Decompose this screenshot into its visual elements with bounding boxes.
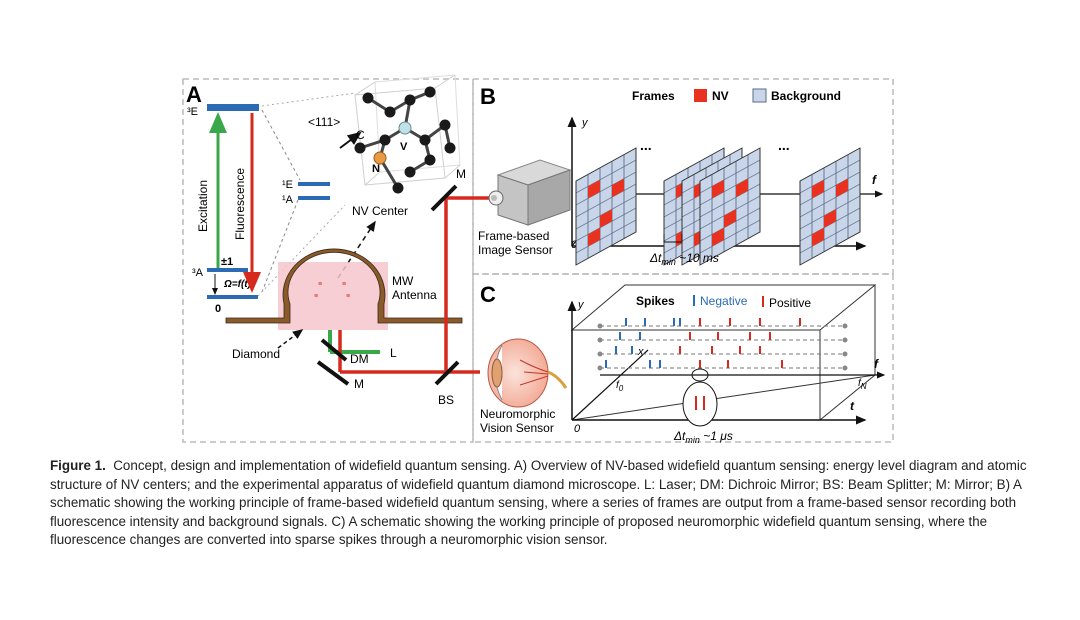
magnifier-small: [691, 368, 709, 382]
label-mirror-top: M: [456, 167, 466, 181]
label-neuro-sensor-1: Neuromorphic: [480, 407, 555, 421]
vacancy-atom: [398, 121, 412, 135]
dichroic-mirror: [320, 338, 348, 362]
panel-b: B Frames NV Background y x f t 0 f0 fN .…: [480, 84, 884, 267]
svg-text:fN: fN: [858, 378, 867, 391]
axis-b-origin: 0: [571, 239, 578, 251]
panel-borders: [182, 78, 894, 443]
caption-text: Concept, design and implementation of wi…: [50, 458, 1027, 548]
axis-c-origin: 0: [574, 423, 581, 435]
frame-grid-n: [799, 147, 861, 266]
label-1A: ¹A: [282, 194, 294, 206]
dots-b-2: ...: [778, 137, 790, 153]
label-diamond: Diamond: [232, 347, 280, 361]
axis-b-y: y: [581, 117, 589, 129]
axis-c-t: t: [850, 399, 855, 413]
svg-text:≡: ≡: [342, 281, 346, 288]
label-c-fn: f: [858, 378, 862, 389]
label-3E: ³E: [187, 106, 198, 118]
legend-spikes: Spikes: [636, 294, 675, 308]
svg-text:≡: ≡: [318, 281, 322, 288]
label-neuro-sensor-2: Vision Sensor: [480, 421, 554, 435]
label-mw-1: MW: [392, 274, 414, 288]
svg-text:≡: ≡: [314, 293, 318, 300]
legend-negative: Negative: [700, 294, 748, 308]
axis-c-x: x: [637, 346, 644, 358]
frame-grid-4: [699, 147, 761, 266]
positive-spikes: [679, 318, 801, 368]
axis-b-f: f: [872, 173, 877, 187]
magnifier-large: [682, 381, 718, 427]
legend-positive: Positive: [769, 296, 811, 310]
label-frame-sensor-1: Frame-based: [478, 229, 549, 243]
label-c-dt-sub: min: [685, 435, 700, 445]
label-bs: BS: [438, 393, 454, 407]
frame-grid-1: [575, 147, 637, 266]
frame-camera-icon: [488, 159, 572, 226]
nv-lattice: [354, 74, 461, 194]
legend-nv-swatch: [694, 89, 707, 102]
label-b-dt-val: ~10 ms: [676, 251, 719, 265]
caption-heading: Figure 1.: [50, 458, 106, 473]
label-mw-2: Antenna: [392, 288, 437, 302]
svg-text:≡: ≡: [346, 293, 350, 300]
legend-background: Background: [771, 89, 841, 103]
label-frame-sensor-2: Image Sensor: [478, 243, 553, 257]
label-3A: ³A: [192, 267, 204, 279]
mw-antenna: [225, 248, 463, 324]
dots-b-1: ...: [640, 137, 652, 153]
panel-c: C Spikes Negative Positive y x f t 0 f0 …: [480, 282, 886, 445]
eye-icon: [487, 338, 568, 408]
label-pm1: ±1: [221, 256, 233, 268]
excitation-label: Excitation: [196, 180, 210, 232]
label-C: C: [356, 128, 365, 142]
label-omega: Ω=f(t): [223, 279, 252, 290]
panel-b-label: B: [480, 84, 496, 109]
panel-a-label: A: [186, 82, 202, 107]
label-laser: L: [390, 346, 397, 360]
panel-a: A ³E ³A ±1 0 Ω=f(t) Excitation Fluoresce…: [186, 74, 492, 407]
label-mirror-bottom: M: [354, 377, 364, 391]
label-nv-center: NV Center: [352, 204, 408, 218]
label-b-dt: Δt: [649, 251, 662, 265]
label-N: N: [372, 163, 380, 175]
panel-c-label: C: [480, 282, 496, 307]
legend-background-swatch: [752, 88, 767, 103]
label-c-dt: Δt: [673, 429, 686, 443]
mirror-top: [430, 184, 458, 212]
label-c-fn-sub: N: [861, 382, 867, 391]
figure-1: A ³E ³A ±1 0 Ω=f(t) Excitation Fluoresce…: [182, 74, 894, 445]
diamond-block: [278, 262, 388, 330]
axis-c-f: f: [874, 357, 879, 371]
svg-text:Δtmin ~1 μs: Δtmin ~1 μs: [673, 429, 733, 445]
figure-caption: Figure 1. Concept, design and implementa…: [50, 457, 1030, 550]
label-c-f0-sub: 0: [619, 384, 624, 393]
label-zero: 0: [215, 303, 221, 315]
svg-text:Δtmin ~10 ms: Δtmin ~10 ms: [649, 251, 719, 267]
negative-spikes: [605, 318, 681, 368]
label-b-dt-sub: min: [661, 257, 676, 267]
mirror-bottom: [316, 360, 350, 386]
legend-frames: Frames: [632, 89, 675, 103]
spike-tracks: [600, 325, 845, 369]
level-3E: [207, 104, 259, 111]
label-111: <111>: [308, 115, 340, 129]
label-1E: ¹E: [282, 179, 293, 191]
legend-nv: NV: [712, 89, 729, 103]
svg-text:f0: f0: [616, 380, 624, 393]
label-c-dt-val: ~1 μs: [700, 429, 733, 443]
beam-splitter: [434, 360, 460, 386]
nitrogen-atom: [373, 151, 387, 165]
label-V: V: [400, 141, 408, 153]
label-dm: DM: [350, 352, 369, 366]
label-c-f0: f: [616, 380, 620, 391]
fluorescence-label: Fluorescence: [233, 168, 247, 240]
axis-c-y: y: [577, 299, 585, 311]
